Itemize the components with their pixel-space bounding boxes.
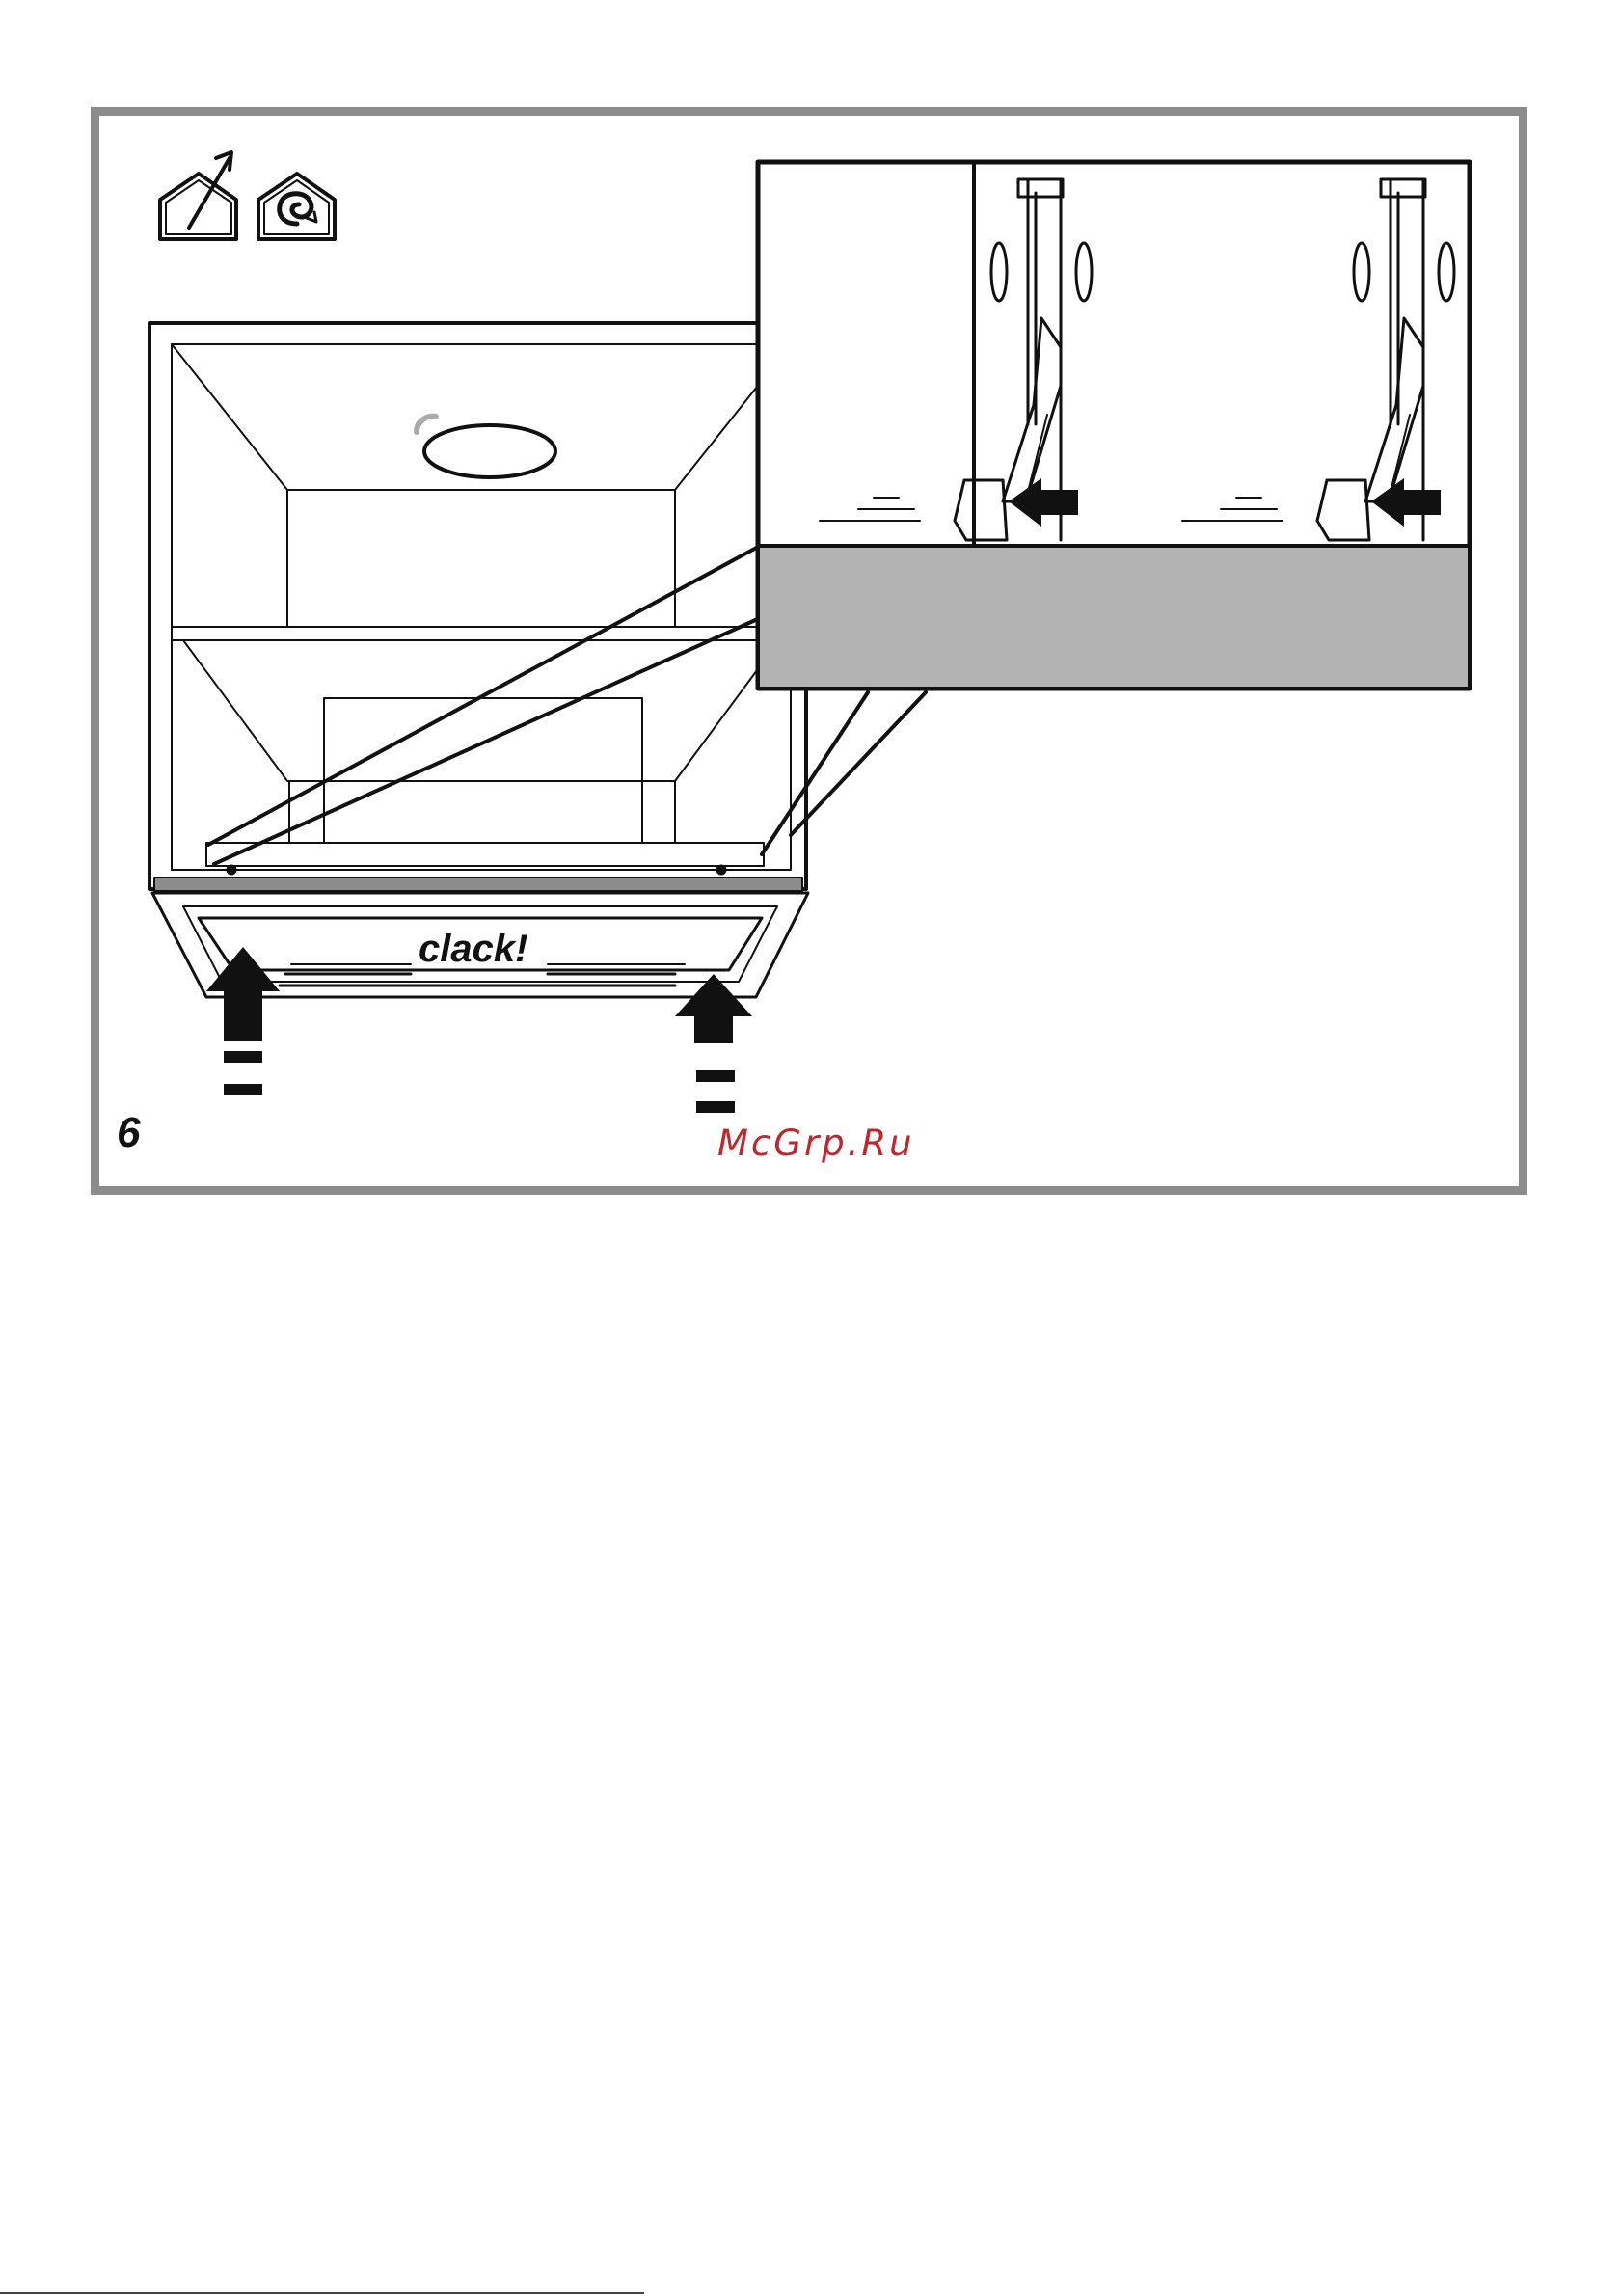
ducted-extraction-house-icon	[160, 152, 236, 239]
watermark: McGrp.Ru	[717, 1122, 915, 1164]
filter-rim	[154, 878, 802, 891]
hood-cabinet	[149, 323, 806, 889]
footer-rule	[0, 2292, 644, 2294]
up-arrow-icon	[675, 974, 752, 1113]
figure-number: 6	[117, 1109, 140, 1157]
recirculation-house-icon	[258, 174, 335, 239]
detail-inset	[758, 162, 1470, 689]
clack-label: clack!	[419, 928, 527, 971]
